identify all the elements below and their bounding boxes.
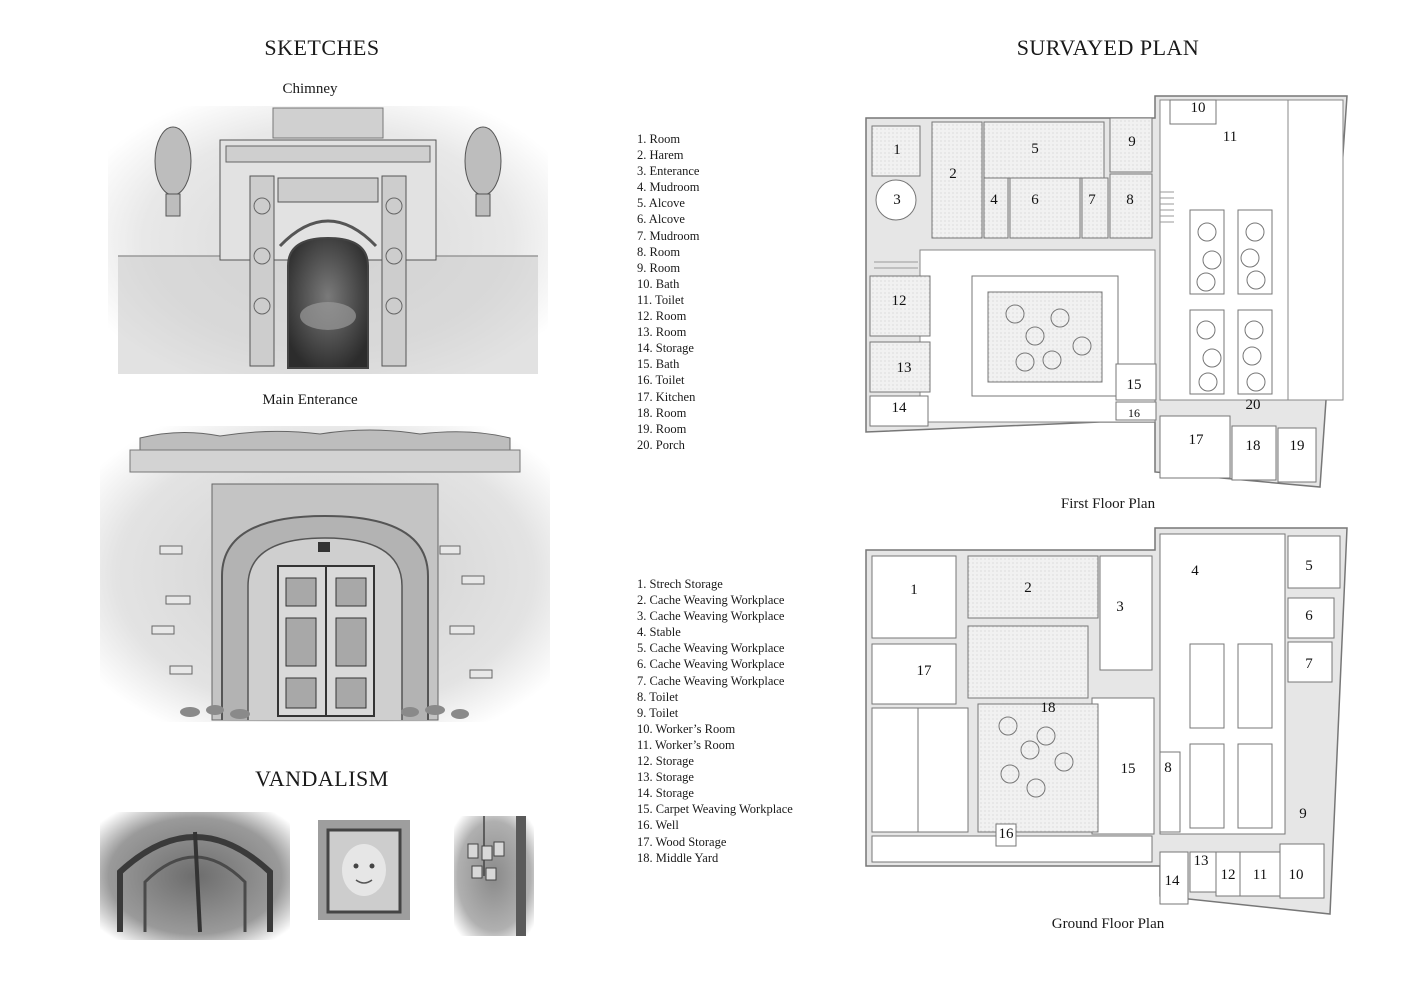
legend-item: 11. Toilet (637, 292, 685, 307)
gf-room-number: 17 (917, 663, 933, 679)
ff-room-number: 2 (949, 166, 957, 182)
legend-item: 1. Room (637, 132, 681, 146)
gf-room-number: 18 (1041, 700, 1056, 716)
legend-item: 5. Cache Weaving Workplace (637, 641, 785, 656)
sketches-title: SKETCHES (264, 35, 380, 60)
legend-item: 4. Stable (637, 625, 681, 640)
legend-item: 8. Room (637, 244, 681, 259)
survayed-plan-title: SURVAYED PLAN (1016, 35, 1200, 60)
ff-room-number: 1 (893, 142, 901, 158)
gf-room-number: 13 (1194, 853, 1209, 869)
ff-room-number: 19 (1290, 438, 1305, 454)
ff-room-number: 17 (1189, 432, 1205, 448)
legend-item: 19. Room (637, 421, 687, 436)
legend-item: 9. Room (637, 260, 681, 275)
ff-room-number: 15 (1127, 377, 1142, 393)
legend-item: 2. Harem (637, 148, 684, 163)
legend-item: 17. Wood Storage (637, 834, 727, 849)
vandalism-photo-vault (100, 812, 290, 940)
gf-room-number: 5 (1305, 558, 1313, 574)
legend-item: 13. Storage (637, 770, 694, 785)
legend-item: 7. Mudroom (637, 228, 700, 243)
legend-item: 9. Toilet (637, 705, 679, 720)
gf-room-number: 1 (910, 582, 918, 598)
legend-item: 18. Middle Yard (637, 850, 719, 865)
legend-item: 1. Strech Storage (637, 577, 723, 591)
legend-item: 4. Mudroom (637, 180, 700, 195)
gf-room-number: 4 (1191, 563, 1199, 579)
gf-room-number: 8 (1164, 760, 1172, 776)
gf-room-number: 11 (1253, 867, 1267, 883)
first-floor-legend: 1. Room 2. Harem 3. Enterance 4. Mudroom… (637, 131, 700, 453)
ground-floor-legend: 1. Strech Storage 2. Cache Weaving Workp… (637, 576, 793, 866)
ff-room-number: 16 (1128, 406, 1140, 420)
ground-floor-plan: 1 2 3 4 5 6 7 8 9 10 11 12 13 14 15 16 1… (860, 526, 1370, 916)
gf-room-number: 6 (1305, 608, 1313, 624)
ff-room-number: 10 (1191, 100, 1206, 116)
legend-item: 6. Alcove (637, 212, 685, 227)
ff-room-number: 4 (990, 192, 998, 208)
chimney-label: Chimney (282, 81, 338, 97)
legend-item: 16. Well (637, 818, 679, 833)
ff-room-number: 13 (897, 360, 912, 376)
legend-item: 7. Cache Weaving Workplace (637, 673, 785, 688)
first-floor-plan: 1 2 3 4 5 6 7 8 9 10 11 12 13 14 15 16 1… (860, 92, 1370, 492)
legend-item: 12. Room (637, 309, 687, 324)
legend-item: 14. Storage (637, 341, 694, 356)
legend-item: 3. Cache Weaving Workplace (637, 609, 785, 624)
ff-room-number: 14 (892, 400, 908, 416)
legend-item: 6. Cache Weaving Workplace (637, 657, 785, 672)
vandalism-photo-portrait (318, 820, 410, 920)
gf-room-number: 2 (1024, 580, 1032, 596)
legend-item: 11. Worker’s Room (637, 737, 735, 752)
legend-item: 3. Enterance (637, 164, 700, 179)
legend-item: 18. Room (637, 405, 687, 420)
ground-floor-caption: Ground Floor Plan (1051, 916, 1165, 932)
gf-room-number: 9 (1299, 806, 1307, 822)
first-floor-caption: First Floor Plan (1060, 496, 1156, 512)
legend-item: 13. Room (637, 325, 687, 340)
ff-room-number: 6 (1031, 192, 1039, 208)
legend-item: 12. Storage (637, 754, 694, 769)
gf-room-number: 16 (999, 826, 1015, 842)
legend-item: 2. Cache Weaving Workplace (637, 593, 785, 608)
gf-room-number: 14 (1165, 873, 1181, 889)
legend-item: 15. Bath (637, 357, 680, 372)
legend-item: 14. Storage (637, 786, 694, 801)
gf-room-number: 15 (1121, 761, 1136, 777)
gf-room-number: 10 (1289, 867, 1304, 883)
gf-room-number: 7 (1305, 656, 1313, 672)
legend-item: 10. Worker’s Room (637, 721, 736, 736)
ff-room-number: 18 (1246, 438, 1261, 454)
entrance-label: Main Enterance (262, 392, 358, 408)
ff-room-number: 5 (1031, 141, 1039, 157)
vandalism-title: VANDALISM (255, 766, 389, 791)
vandalism-photo-cans (454, 816, 534, 936)
ff-room-number: 8 (1126, 192, 1134, 208)
legend-item: 16. Toilet (637, 373, 685, 388)
legend-item: 17. Kitchen (637, 389, 696, 404)
ff-room-number: 3 (893, 192, 901, 208)
legend-item: 8. Toilet (637, 689, 679, 704)
chimney-sketch (108, 106, 548, 374)
legend-item: 10. Bath (637, 276, 680, 291)
ff-room-number: 12 (892, 293, 907, 309)
ff-room-number: 20 (1246, 397, 1261, 413)
ff-room-number: 9 (1128, 134, 1136, 150)
gf-room-number: 12 (1221, 867, 1236, 883)
ff-room-number: 11 (1223, 129, 1237, 145)
legend-item: 20. Porch (637, 437, 685, 452)
main-entrance-sketch (100, 426, 550, 722)
ff-room-number: 7 (1088, 192, 1096, 208)
legend-item: 15. Carpet Weaving Workplace (637, 802, 793, 817)
legend-item: 5. Alcove (637, 196, 685, 211)
gf-room-number: 3 (1116, 599, 1124, 615)
